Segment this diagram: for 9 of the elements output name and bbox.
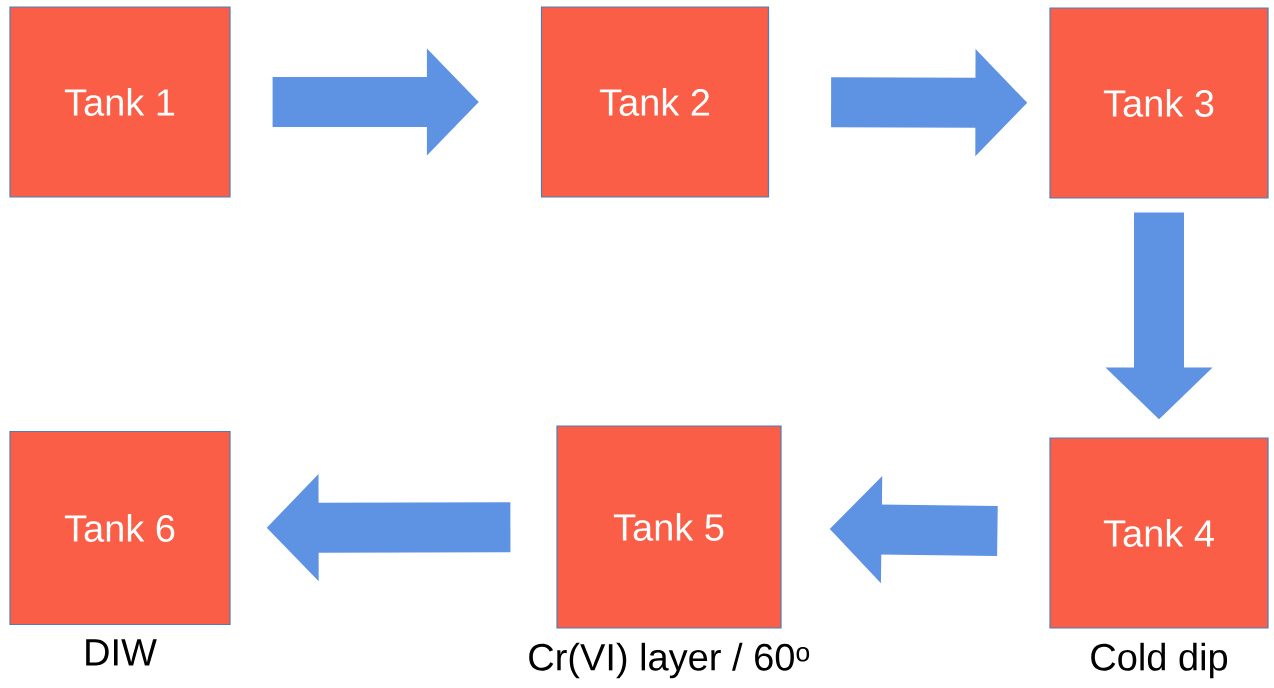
node-label: Cr(VI) layer / 60$^{o}$ — [529, 642, 810, 679]
tank-box: Tank 5 — [556, 425, 782, 629]
tank-box: Tank 3 — [1049, 7, 1269, 199]
tank-box: Tank 4 — [1049, 437, 1269, 629]
tank-box: Tank 6 — [9, 430, 231, 626]
node-label: DIW — [86, 639, 157, 666]
tank-box: Tank 1 — [9, 6, 231, 198]
tank-box: Tank 2 — [540, 6, 770, 198]
node-label: Cold dip — [1091, 642, 1228, 679]
